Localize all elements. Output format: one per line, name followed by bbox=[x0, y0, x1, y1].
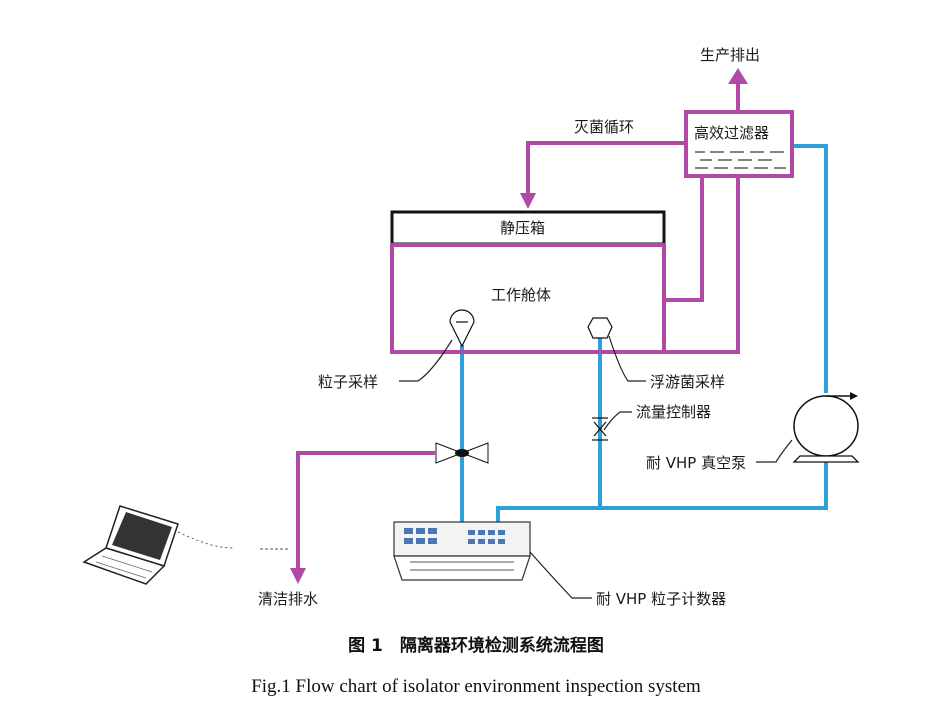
label-cleaning-drain: 清洁排水 bbox=[258, 590, 318, 608]
leader-pump bbox=[756, 439, 793, 463]
caption-chinese: 图 1 隔离器环境检测系统流程图 bbox=[348, 635, 604, 656]
chamber-to-filter-line-2 bbox=[664, 176, 740, 354]
chamber-to-filter-line-1 bbox=[664, 176, 704, 302]
label-vhp-vacuum-pump: 耐 VHP 真空泵 bbox=[646, 454, 746, 472]
sterilization-cycle-line bbox=[520, 141, 686, 209]
work-chamber bbox=[390, 243, 666, 354]
label-plankton-sampling: 浮游菌采样 bbox=[650, 373, 725, 391]
label-flow-controller: 流量控制器 bbox=[636, 403, 711, 421]
leader-plankton bbox=[608, 335, 646, 382]
static-pressure-box bbox=[390, 210, 666, 246]
plankton-sampler-icon bbox=[587, 317, 613, 339]
pump-to-filter-line bbox=[792, 144, 828, 393]
leader-flow bbox=[603, 411, 632, 431]
hepa-filter bbox=[684, 110, 794, 178]
vacuum-line bbox=[496, 458, 828, 522]
label-production-exhaust: 生产排出 bbox=[700, 46, 760, 64]
label-static-pressure-box: 静压箱 bbox=[500, 219, 545, 237]
laptop-icon bbox=[82, 505, 179, 585]
label-particle-sampling: 粒子采样 bbox=[318, 373, 378, 391]
label-hepa-filter: 高效过滤器 bbox=[694, 124, 769, 142]
three-way-valve-icon bbox=[435, 442, 489, 464]
production-exhaust-arrow bbox=[728, 68, 748, 112]
flow-controller-icon bbox=[592, 417, 608, 441]
particle-counter-device bbox=[393, 521, 531, 581]
leader-particle bbox=[399, 339, 453, 382]
particle-probe-icon bbox=[449, 309, 475, 348]
caption-english: Fig.1 Flow chart of isolator environment… bbox=[251, 676, 701, 697]
label-vhp-particle-counter: 耐 VHP 粒子计数器 bbox=[596, 590, 726, 608]
label-sterilization-cycle: 灭菌循环 bbox=[574, 118, 634, 136]
vacuum-pump-icon bbox=[792, 392, 860, 463]
label-work-chamber: 工作舱体 bbox=[491, 286, 551, 304]
laptop-data-link bbox=[177, 531, 236, 549]
leader-counter bbox=[529, 551, 592, 599]
cleaning-drain-line bbox=[290, 451, 435, 584]
